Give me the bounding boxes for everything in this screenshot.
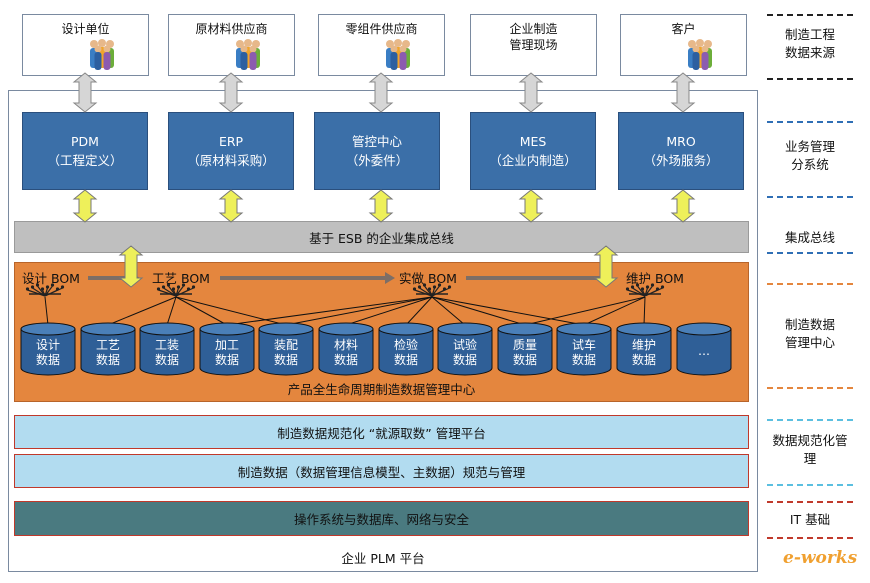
legend-label-5: IT 基础 <box>789 512 831 527</box>
database-cylinder-4: 装配数据 <box>258 322 314 376</box>
database-name: 设计 <box>35 338 60 352</box>
bom-label-1: 工艺 BOM <box>152 271 210 286</box>
source-label: 客户 <box>671 22 696 36</box>
people-icon <box>684 38 718 72</box>
eworks-watermark-text: e-works <box>783 548 858 568</box>
database-suffix: 数据 <box>273 353 298 367</box>
source-box-4: 客户 <box>620 14 747 76</box>
subsystem-subtitle: （外场服务） <box>643 153 719 168</box>
database-name: 检验 <box>393 338 418 352</box>
source-box-2: 零组件供应商 <box>318 14 445 76</box>
database-name: 维护 <box>631 338 656 352</box>
legend-label-2: 集成总线 <box>784 230 835 245</box>
database-suffix: 数据 <box>512 353 537 367</box>
database-suffix: 数据 <box>333 353 358 367</box>
source-label: 企业制造 管理现场 <box>509 22 558 52</box>
legend-divider <box>767 484 853 486</box>
source-label: 原材料供应商 <box>195 22 268 36</box>
people-icon <box>382 38 416 72</box>
database-name: 试车 <box>571 338 596 352</box>
subsystem-title: ERP <box>218 134 244 149</box>
people-icon <box>86 38 120 72</box>
bom-label-3: 维护 BOM <box>626 271 684 286</box>
database-suffix: 数据 <box>631 353 656 367</box>
subsystem-subtitle: （工程定义） <box>47 153 123 168</box>
database-cylinder-1: 工艺数据 <box>80 322 136 376</box>
database-name: 工艺 <box>95 338 120 352</box>
source-label: 设计单位 <box>61 22 110 36</box>
subsystem-box-0: PDM （工程定义） <box>22 112 148 190</box>
database-suffix: 数据 <box>214 353 239 367</box>
legend-divider <box>767 501 853 503</box>
plm-platform-label: 企业 PLM 平台 <box>341 551 425 566</box>
database-cylinder-8: 质量数据 <box>497 322 553 376</box>
legend-divider <box>767 196 853 198</box>
database-cylinder-10: 维护数据 <box>616 322 672 376</box>
database-name: 加工 <box>214 338 239 352</box>
database-suffix: 数据 <box>35 353 60 367</box>
legend-divider <box>767 78 853 80</box>
database-suffix: 数据 <box>452 353 477 367</box>
subsystem-box-3: MES （企业内制造） <box>470 112 596 190</box>
legend-label-3: 制造数据 管理中心 <box>784 317 835 350</box>
database-cylinder-2: 工装数据 <box>139 322 195 376</box>
legend-divider <box>767 121 853 123</box>
legend-divider <box>767 387 853 389</box>
legend-divider <box>767 14 853 16</box>
subsystem-title: MRO <box>666 134 696 149</box>
legend-divider <box>767 252 853 254</box>
legend-divider <box>767 537 853 539</box>
database-name: 材料 <box>333 338 358 352</box>
database-cylinder-0: 设计数据 <box>20 322 76 376</box>
esb-integration-bus: 基于 ESB 的企业集成总线 <box>14 221 749 253</box>
database-cylinder-9: 试车数据 <box>556 322 612 376</box>
subsystem-box-1: ERP （原材料采购） <box>168 112 294 190</box>
eworks-watermark-logo: e-works <box>783 548 857 568</box>
source-box-3: 企业制造 管理现场 <box>470 14 597 76</box>
data-sourcing-platform-bar: 制造数据规范化 “就源取数” 管理平台 <box>14 415 749 449</box>
database-cylinder-7: 试验数据 <box>437 322 493 376</box>
data-center-label: 产品全生命周期制造数据管理中心 <box>287 382 476 397</box>
people-icon <box>232 38 266 72</box>
bom-label-2: 实做 BOM <box>399 271 457 286</box>
bom-label-0: 设计 BOM <box>22 271 80 286</box>
database-cylinder-5: 材料数据 <box>318 322 374 376</box>
database-name: 装配 <box>273 338 298 352</box>
subsystem-subtitle: （企业内制造） <box>489 153 577 168</box>
database-suffix: 数据 <box>95 353 120 367</box>
subsystem-title: PDM <box>71 134 99 149</box>
database-name: 质量 <box>512 338 537 352</box>
data-standards-bar: 制造数据（数据管理信息模型、主数据）规范与管理 <box>14 454 749 488</box>
database-name: 试验 <box>452 338 477 352</box>
subsystem-subtitle: （外委件） <box>345 153 409 168</box>
database-cylinder-11: … <box>676 322 732 376</box>
subsystem-title: MES <box>519 134 547 149</box>
source-label: 零组件供应商 <box>345 22 418 36</box>
database-suffix: 数据 <box>571 353 596 367</box>
it-infrastructure-bar: 操作系统与数据库、网络与安全 <box>14 501 749 536</box>
subsystem-subtitle: （原材料采购） <box>187 153 275 168</box>
legend-label-1: 业务管理 分系统 <box>784 139 835 172</box>
database-suffix: 数据 <box>154 353 179 367</box>
database-suffix: 数据 <box>393 353 418 367</box>
database-cylinder-3: 加工数据 <box>199 322 255 376</box>
legend-divider <box>767 419 853 421</box>
subsystem-box-2: 管控中心 （外委件） <box>314 112 440 190</box>
source-box-1: 原材料供应商 <box>168 14 295 76</box>
database-cylinder-6: 检验数据 <box>378 322 434 376</box>
legend-divider <box>767 283 853 285</box>
legend-label-4: 数据规范化管 理 <box>772 433 848 466</box>
subsystem-box-4: MRO （外场服务） <box>618 112 744 190</box>
subsystem-title: 管控中心 <box>351 134 402 149</box>
database-name: … <box>698 344 710 358</box>
database-name: 工装 <box>154 338 179 352</box>
legend-label-0: 制造工程 数据来源 <box>784 27 835 60</box>
